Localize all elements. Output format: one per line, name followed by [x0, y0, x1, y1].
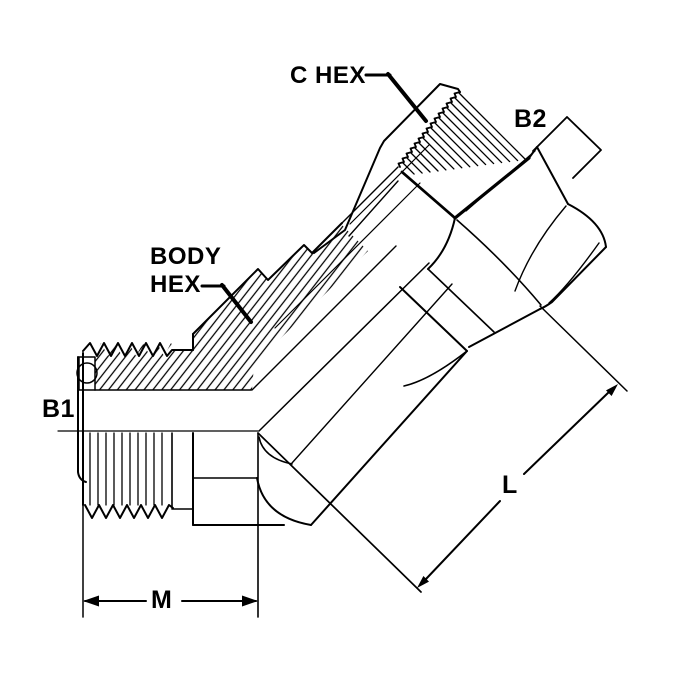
elbow-corner: [256, 262, 430, 618]
swivel-nut: [399, 116, 607, 387]
nut-collar-edge-back: [427, 268, 495, 333]
bend-arc-large: [256, 477, 312, 526]
thread-lines: [402, 92, 527, 175]
m-dim-label: M: [151, 586, 173, 614]
nut-hex-corner-line: [456, 219, 542, 306]
body-hex-stepped-silhouette: [192, 222, 343, 335]
corner-face-edge: [258, 262, 430, 432]
label-leaders: [200, 72, 428, 324]
m-arrow-right: [242, 595, 258, 607]
thread-profile-staircase: [397, 91, 461, 168]
limb-lower-contour: [291, 283, 453, 464]
c-hex-and-threads: [313, 83, 527, 254]
body-hex-leader-diagonal: [220, 283, 253, 324]
l-witness-upper: [539, 305, 628, 392]
b2-label: B2: [514, 105, 547, 133]
limb-bore-line: [251, 245, 397, 391]
c-hex-outline: [313, 83, 461, 254]
thread-runout-wedge-upper: [340, 166, 399, 225]
end-sleeve: [532, 116, 602, 179]
thread-runout: [171, 432, 194, 510]
nut-front-right-edge: [539, 246, 607, 310]
body-hex-label-line2: HEX: [150, 271, 201, 298]
limb-body: [192, 182, 468, 526]
nut-top-right-edge: [536, 146, 569, 205]
c-hex-leader-diagonal: [386, 72, 428, 123]
c-hex-label: C HEX: [290, 62, 366, 89]
dimension-m: [82, 481, 258, 618]
nut-collar-edge-front: [399, 286, 468, 352]
oring-groove: [78, 356, 96, 391]
m-arrow-left: [83, 595, 99, 607]
thread-runout-wedge-lower: [348, 180, 399, 237]
body-hex-label: BODY HEX: [150, 243, 221, 299]
l-dim-label: L: [502, 471, 518, 499]
l-arrow-upper: [606, 384, 618, 396]
limb-inner-line: [274, 182, 421, 329]
left-port: [57, 333, 285, 526]
thread-flanks: [89, 432, 163, 506]
nut-right-bulge: [567, 203, 607, 248]
tube-edge-bold: [400, 170, 457, 220]
b1-label: B1: [42, 395, 75, 423]
nut-bottom-edge: [468, 308, 541, 348]
thread-crest-profile-bottom: [84, 504, 174, 519]
dimension-l: [417, 305, 628, 588]
hatch-body-hex: [193, 224, 368, 390]
l-dim-line: [425, 390, 611, 580]
thread-crest-profile-top: [82, 342, 194, 357]
nut-back-bottom-edge: [403, 350, 468, 387]
l-arrow-lower: [417, 576, 429, 588]
body-hex-label-line1: BODY: [150, 243, 222, 270]
nut-left-corner-edge: [427, 217, 456, 270]
corner-outer-edge: [257, 432, 422, 593]
section-hatching: [95, 224, 368, 390]
limb-lower-silhouette: [310, 350, 468, 526]
nut-chamfer-arc-1: [514, 205, 567, 292]
oring: [76, 362, 98, 384]
nut-top-face-rim: [465, 150, 536, 212]
nut-chamfer-arc-2: [548, 242, 600, 304]
left-face-outer-line: [77, 356, 87, 483]
